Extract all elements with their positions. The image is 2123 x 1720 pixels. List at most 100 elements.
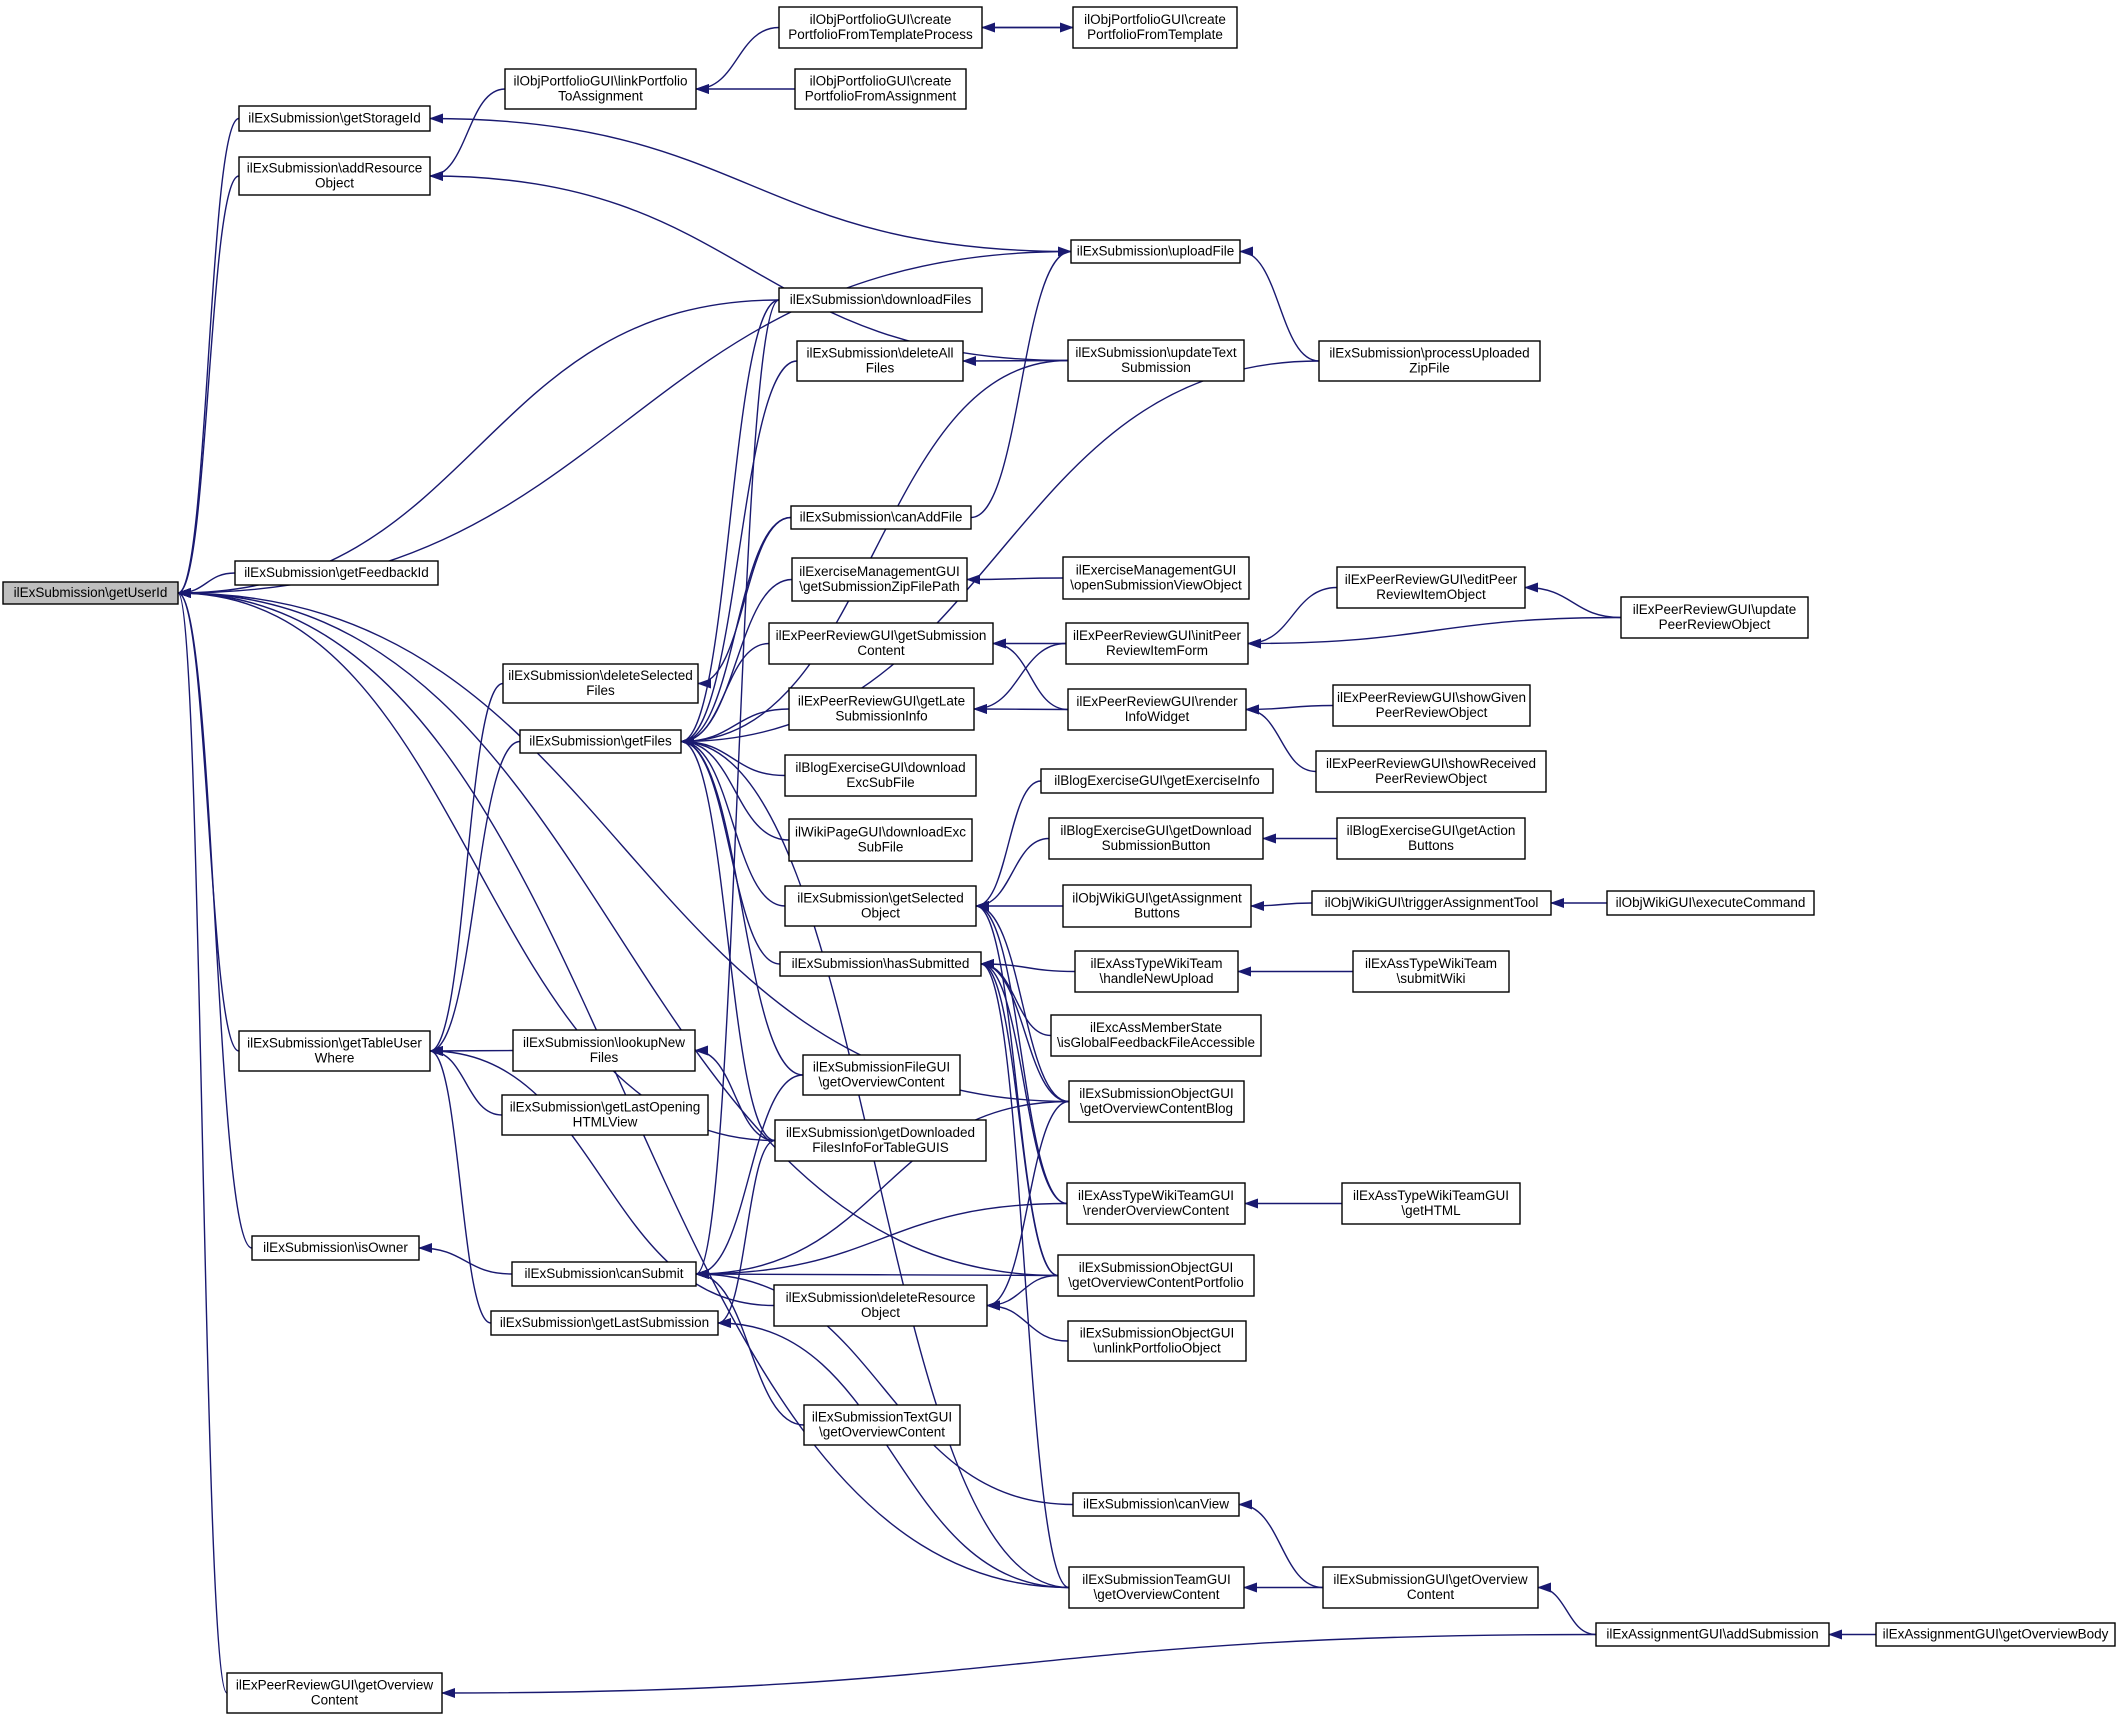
node-label: ilExSubmission\addResource [247, 161, 423, 176]
node-assignment-get-overview-body[interactable]: ilExAssignmentGUI\getOverviewBody [1875, 1622, 2116, 1647]
node-label: ilExSubmission\isOwner [263, 1240, 408, 1255]
node-label: Object [315, 176, 354, 191]
edge-wiki-team-handle-new-upload-to-has-submitted [980, 959, 1076, 973]
node-is-owner[interactable]: ilExSubmission\isOwner [251, 1235, 420, 1261]
node-label: ilExSubmission\canView [1083, 1497, 1229, 1512]
node-create-from-template[interactable]: ilObjPortfolioGUI\createPortfolioFromTem… [1072, 6, 1238, 49]
node-label: \getOverviewContentBlog [1080, 1101, 1233, 1116]
edge-delete-selected-files-to-get-table-user-where [429, 682, 504, 1056]
edge-team-gui-get-overview-content-to-get-user-id [177, 588, 1070, 1589]
node-member-state-global-feedback[interactable]: ilExcAssMemberState\isGlobalFeedbackFile… [1050, 1014, 1262, 1057]
edge-obj-gui-overview-portfolio-to-get-selected-object [975, 901, 1059, 1277]
node-box [1352, 950, 1510, 993]
node-wiki-team-gui-get-html[interactable]: ilExAssTypeWikiTeamGUI\getHTML [1341, 1182, 1521, 1225]
edge-get-downloaded-files-info-to-get-last-submission [717, 1139, 776, 1328]
node-box [1040, 768, 1274, 794]
node-blog-get-exercise-info[interactable]: ilBlogExerciseGUI\getExerciseInfo [1040, 768, 1274, 794]
node-wiki-team-submit-wiki[interactable]: ilExAssTypeWikiTeam\submitWiki [1352, 950, 1510, 993]
node-get-downloaded-files-info[interactable]: ilExSubmission\getDownloadedFilesInfoFor… [774, 1119, 987, 1162]
node-obj-gui-unlink-portfolio[interactable]: ilExSubmissionObjectGUI\unlinkPortfolioO… [1067, 1320, 1247, 1362]
node-can-add-file[interactable]: ilExSubmission\canAddFile [790, 505, 972, 530]
node-peer-get-overview-content[interactable]: ilExPeerReviewGUI\getOverviewContent [226, 1672, 443, 1714]
node-get-storage-id[interactable]: ilExSubmission\getStorageId [238, 105, 431, 132]
edge-add-resource-object-to-get-user-id [177, 175, 240, 598]
node-box [2, 581, 179, 605]
node-show-given-peer-review-object[interactable]: ilExPeerReviewGUI\showGivenPeerReviewObj… [1332, 684, 1531, 727]
node-label: ilExPeerReviewGUI\getLate [798, 694, 965, 709]
node-label: ilExSubmission\downloadFiles [790, 292, 972, 307]
node-box [796, 340, 964, 382]
node-box [1065, 622, 1249, 665]
edge-wiki-team-gui-render-overview-to-get-selected-object [975, 901, 1068, 1205]
node-label: PortfolioFromTemplate [1087, 27, 1223, 42]
node-get-submission-zip-file-path[interactable]: ilExerciseManagementGUI\getSubmissionZip… [791, 557, 968, 602]
node-box [773, 1284, 988, 1327]
node-get-last-submission[interactable]: ilExSubmission\getLastSubmission [490, 1310, 719, 1336]
node-obj-gui-overview-blog[interactable]: ilExSubmissionObjectGUI\getOverviewConte… [1068, 1080, 1245, 1123]
node-wiki-team-gui-render-overview[interactable]: ilExAssTypeWikiTeamGUI\renderOverviewCon… [1066, 1182, 1246, 1225]
node-text-gui-get-overview-content[interactable]: ilExSubmissionTextGUI\getOverviewContent [803, 1404, 961, 1446]
node-label: \submitWiki [1396, 971, 1465, 986]
node-label: ilExPeerReviewGUI\editPeer [1345, 572, 1518, 587]
node-download-files[interactable]: ilExSubmission\downloadFiles [778, 287, 983, 313]
node-show-received-peer-review-object[interactable]: ilExPeerReviewGUI\showReceivedPeerReview… [1315, 750, 1547, 793]
node-label: Object [861, 906, 900, 921]
node-wiki-team-handle-new-upload[interactable]: ilExAssTypeWikiTeam\handleNewUpload [1074, 950, 1239, 993]
node-label: ilExPeerReviewGUI\showGiven [1337, 690, 1526, 705]
node-label: ilExSubmission\getFeedbackId [244, 565, 429, 580]
node-assignment-add-submission[interactable]: ilExAssignmentGUI\addSubmission [1595, 1622, 1830, 1647]
node-open-submission-view-object[interactable]: ilExerciseManagementGUI\openSubmissionVi… [1062, 556, 1250, 600]
node-link-portfolio[interactable]: ilObjPortfolioGUI\linkPortfolioToAssignm… [504, 68, 697, 110]
node-can-view[interactable]: ilExSubmission\canView [1072, 1492, 1240, 1517]
node-label: ilExSubmission\deleteSelected [508, 668, 693, 683]
node-box [790, 505, 972, 530]
node-wiki-trigger-assignment-tool[interactable]: ilObjWikiGUI\triggerAssignmentTool [1311, 890, 1552, 916]
node-blog-get-download-submission-button[interactable]: ilBlogExerciseGUI\getDownloadSubmissionB… [1048, 817, 1264, 860]
edge-can-view-to-can-submit [695, 1269, 1074, 1506]
node-can-submit[interactable]: ilExSubmission\canSubmit [511, 1261, 697, 1287]
node-upload-file[interactable]: ilExSubmission\uploadFile [1070, 239, 1241, 264]
node-obj-gui-overview-portfolio[interactable]: ilExSubmissionObjectGUI\getOverviewConte… [1057, 1254, 1255, 1297]
node-get-files[interactable]: ilExSubmission\getFiles [519, 729, 682, 754]
node-label: \getOverviewContentPortfolio [1068, 1275, 1244, 1290]
node-wiki-execute-command[interactable]: ilObjWikiGUI\executeCommand [1606, 890, 1815, 916]
edge-get-last-opening-htmlview-to-get-table-user-where [429, 1046, 503, 1116]
node-get-feedback-id[interactable]: ilExSubmission\getFeedbackId [234, 560, 439, 586]
node-box [1067, 339, 1245, 382]
node-submission-gui-get-overview-content[interactable]: ilExSubmissionGUI\getOverviewContent [1322, 1566, 1539, 1609]
node-label: Buttons [1408, 838, 1454, 853]
node-label: ilExAssTypeWikiTeamGUI [1078, 1188, 1234, 1203]
node-box [791, 557, 968, 602]
node-create-from-template-process[interactable]: ilObjPortfolioGUI\createPortfolioFromTem… [778, 6, 983, 49]
node-box [234, 560, 439, 586]
node-has-submitted[interactable]: ilExSubmission\hasSubmitted [779, 951, 982, 977]
node-label: ilExPeerReviewGUI\getSubmission [776, 628, 987, 643]
node-team-gui-get-overview-content[interactable]: ilExSubmissionTeamGUI\getOverviewContent [1068, 1566, 1245, 1609]
edge-wiki-team-gui-render-overview-to-can-submit [695, 1202, 1068, 1279]
node-label: ilExAssignmentGUI\addSubmission [1606, 1627, 1818, 1642]
node-edit-peer-review-item-object[interactable]: ilExPeerReviewGUI\editPeerReviewItemObje… [1336, 566, 1526, 609]
node-get-user-id[interactable]: ilExSubmission\getUserId [2, 581, 179, 605]
node-create-from-assignment[interactable]: ilObjPortfolioGUI\createPortfolioFromAss… [794, 68, 967, 110]
node-label: Files [586, 683, 615, 698]
node-file-gui-get-overview-content[interactable]: ilExSubmissionFileGUI\getOverviewContent [802, 1054, 961, 1096]
